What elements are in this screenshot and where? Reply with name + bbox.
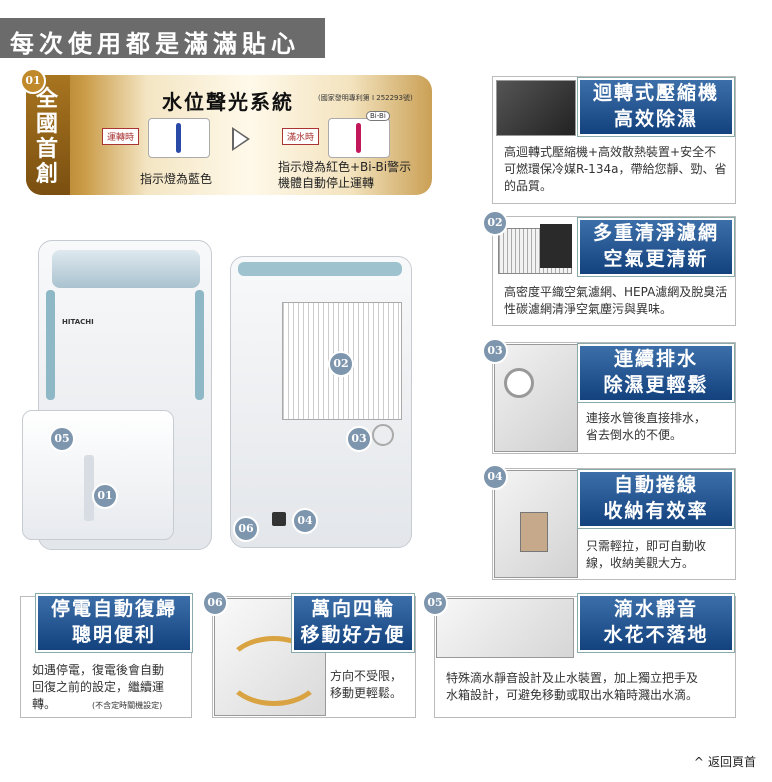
badge-04: 04 xyxy=(482,464,508,490)
marker-03: 03 xyxy=(346,426,372,452)
back-to-top-link[interactable]: ^返回頁首 xyxy=(694,753,756,770)
badge-06: 06 xyxy=(202,590,228,616)
marker-04: 04 xyxy=(292,508,318,534)
water-title: 水位聲光系統 xyxy=(162,90,294,114)
marker-05: 05 xyxy=(49,426,75,452)
casters-desc-1: 方向不受限， xyxy=(330,669,403,683)
drain-title-2: 除濕更輕鬆 xyxy=(603,374,709,396)
brand-logo: HITACHI xyxy=(62,318,94,326)
back-to-top-label: 返回頁首 xyxy=(707,755,756,769)
patent-note: (國家發明專利第 I 252293號) xyxy=(318,94,413,102)
compressor-title-1: 迴轉式壓縮機 xyxy=(592,82,719,104)
running-indicator xyxy=(148,118,210,158)
cord-port xyxy=(272,512,286,526)
badge-03: 03 xyxy=(482,338,508,364)
side-trim-left xyxy=(46,290,55,400)
section-title: 每次使用都是滿滿貼心 xyxy=(10,30,300,58)
power-title-1: 停電自動復歸 xyxy=(50,598,177,620)
rotate-arrows-icon xyxy=(224,636,324,706)
compressor-image xyxy=(496,80,576,136)
drain-desc-2: 省去倒水的不便。 xyxy=(586,428,683,442)
banner-side-text: 全國首創 xyxy=(36,86,59,187)
cord-title-1: 自動捲線 xyxy=(613,474,698,496)
red-light xyxy=(356,123,361,153)
drip-title: 滴水靜音 水花不落地 xyxy=(578,594,734,652)
tank-window xyxy=(84,455,94,521)
bibi-bubble: Bi-Bi xyxy=(366,111,390,121)
full-caption-1: 指示燈為紅色+Bi-Bi警示 xyxy=(278,160,412,174)
drain-hose-icon xyxy=(504,368,534,398)
filter-desc: 高密度平織空氣濾網、HEPA濾網及脫臭活性碳濾網清淨空氣塵污與異味。 xyxy=(504,285,728,316)
drip-title-2: 水花不落地 xyxy=(603,624,709,646)
drip-title-1: 滴水靜音 xyxy=(613,598,698,620)
drip-desc-1: 特殊滴水靜音設計及止水裝置，加上獨立把手及 xyxy=(446,671,699,685)
power-desc-1: 如遇停電，復電後會自動 xyxy=(32,663,165,677)
power-note: (不含定時關機設定) xyxy=(92,701,163,710)
cord-title: 自動捲線 收納有效率 xyxy=(578,470,734,528)
blue-light xyxy=(176,123,181,153)
up-arrow-icon: ^ xyxy=(693,755,704,769)
marker-06: 06 xyxy=(233,516,259,542)
power-title: 停電自動復歸 聰明便利 xyxy=(36,594,192,652)
badge-01: 01 xyxy=(20,68,46,94)
drip-desc-2: 水箱設計，可避免移動或取出水箱時濺出水滴。 xyxy=(446,688,699,702)
drain-title-1: 連續排水 xyxy=(613,348,698,370)
drain-desc-1: 連接水管後直接排水， xyxy=(586,411,707,425)
cord-desc-2: 線，收納美觀大方。 xyxy=(586,556,695,570)
banner-side xyxy=(26,75,70,195)
compressor-desc: 高迴轉式壓縮機+高效散熱裝置+安全不可燃環保冷媒R-134a，帶給您靜、勁、省的… xyxy=(504,145,727,193)
power-desc-2: 回復之前的設定，繼續運 xyxy=(32,680,165,694)
running-label: 運轉時 xyxy=(102,128,140,145)
power-desc-3: 轉。 xyxy=(32,697,57,711)
full-label: 滿水時 xyxy=(282,128,320,145)
marker-02: 02 xyxy=(328,351,354,377)
running-caption: 指示燈為藍色 xyxy=(140,172,213,186)
cord-desc-1: 只需輕拉，即可自動收 xyxy=(586,539,707,553)
carbon-filter-image xyxy=(540,224,572,268)
control-panel xyxy=(52,250,200,288)
casters-desc-2: 移動更輕鬆。 xyxy=(330,686,403,700)
casters-title: 萬向四輪 移動好方便 xyxy=(292,594,414,652)
cord-title-2: 收納有效率 xyxy=(603,500,709,522)
drip-image xyxy=(436,598,574,658)
back-top-trim xyxy=(238,262,402,276)
casters-title-2: 移動好方便 xyxy=(300,624,406,646)
casters-title-1: 萬向四輪 xyxy=(310,598,395,620)
drain-port xyxy=(372,424,394,446)
section-header: 每次使用都是滿滿貼心 xyxy=(0,18,325,58)
compressor-title-2: 高效除濕 xyxy=(613,108,698,130)
filter-title-2: 空氣更清新 xyxy=(603,248,709,270)
side-trim-right xyxy=(195,290,204,400)
full-indicator xyxy=(328,118,390,158)
water-tank xyxy=(22,410,174,540)
plug-icon xyxy=(520,512,548,552)
drain-title: 連續排水 除濕更輕鬆 xyxy=(578,344,734,402)
drain-image xyxy=(494,344,578,452)
badge-05: 05 xyxy=(422,590,448,616)
compressor-title: 迴轉式壓縮機 高效除濕 xyxy=(578,78,734,136)
full-caption-2: 機體自動停止運轉 xyxy=(278,176,375,190)
marker-01: 01 xyxy=(92,483,118,509)
filter-title-1: 多重清淨濾網 xyxy=(592,222,719,244)
power-title-2: 聰明便利 xyxy=(71,624,156,646)
arrow-icon xyxy=(232,127,250,151)
filter-title: 多重清淨濾網 空氣更清新 xyxy=(578,218,734,276)
badge-02: 02 xyxy=(482,210,508,236)
